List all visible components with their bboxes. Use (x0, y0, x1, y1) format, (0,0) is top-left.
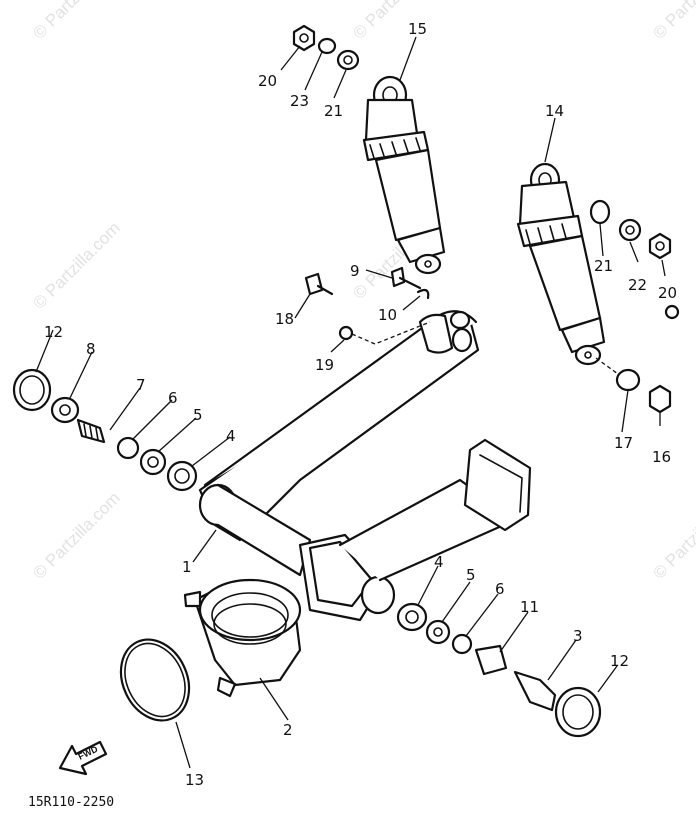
watermark: © Partzilla.com (649, 0, 696, 43)
upper-left-fasteners (292, 24, 360, 71)
callout-21: 21 (594, 257, 613, 275)
diagram-code: 15R110-2250 (28, 795, 114, 810)
callout-6: 6 (168, 389, 178, 407)
callout-4: 4 (226, 427, 236, 445)
bearing-4b (396, 602, 428, 632)
callout-8: 8 (86, 340, 96, 358)
callout-15: 15 (408, 20, 427, 38)
callout-22: 22 (628, 276, 647, 294)
collar-6a (116, 436, 140, 460)
locknut-8 (50, 396, 80, 424)
forward-arrow-icon: FWD (58, 740, 108, 776)
callout-19: 19 (315, 356, 334, 374)
washer-19 (338, 325, 354, 341)
callout-11: 11 (520, 598, 539, 616)
watermark: © Partzilla.com (29, 0, 123, 43)
nut-16 (648, 384, 672, 414)
pivot-bolt-3 (513, 670, 557, 712)
callout-7: 7 (136, 376, 146, 394)
callout-3: 3 (573, 627, 583, 645)
clip-10 (416, 288, 430, 300)
watermark: © Partzilla.com (349, 0, 443, 43)
swingarm (198, 310, 532, 622)
watermark-layer: © Partzilla.com © Partzilla.com © Partzi… (29, 0, 696, 583)
callout-4: 4 (434, 553, 444, 571)
callout-12: 12 (44, 323, 63, 341)
callout-5: 5 (466, 566, 476, 584)
callout-21: 21 (324, 102, 343, 120)
bearing-4a (166, 460, 198, 492)
rear-shock-right (516, 162, 606, 366)
callout-17: 17 (614, 434, 633, 452)
watermark: © Partzilla.com (29, 488, 123, 582)
callout-6: 6 (495, 580, 505, 598)
watermark: © Partzilla.com (29, 218, 123, 312)
callout-5: 5 (193, 406, 203, 424)
upper-right-fasteners (589, 199, 680, 320)
left-pivot-parts (12, 368, 198, 492)
lock-washer-11 (474, 644, 508, 676)
bolt-9 (390, 266, 422, 290)
callout-10: 10 (378, 306, 397, 324)
o-ring (119, 638, 191, 722)
washer-5b (425, 619, 451, 645)
washer-17 (615, 368, 641, 392)
collar-6b (451, 633, 473, 655)
final-gear-case (183, 578, 302, 698)
callout-14: 14 (545, 102, 564, 120)
callouts: 20 23 21 15 14 21 22 20 9 10 18 19 12 8 … (44, 20, 677, 789)
callout-9: 9 (350, 262, 360, 280)
watermark: © Partzilla.com (649, 488, 696, 582)
callout-16: 16 (652, 448, 671, 466)
bolt-18 (304, 272, 334, 296)
callout-12: 12 (610, 652, 629, 670)
washer-5a (139, 448, 167, 476)
rear-shock-left (362, 75, 446, 275)
callout-1: 1 (182, 558, 192, 576)
callout-18: 18 (275, 310, 294, 328)
callout-13: 13 (185, 771, 204, 789)
callout-20: 20 (658, 284, 677, 302)
right-pivot-parts (396, 602, 602, 738)
callout-23: 23 (290, 92, 309, 110)
callout-20: 20 (258, 72, 277, 90)
leader-lines (35, 36, 666, 769)
callout-2: 2 (283, 721, 293, 739)
